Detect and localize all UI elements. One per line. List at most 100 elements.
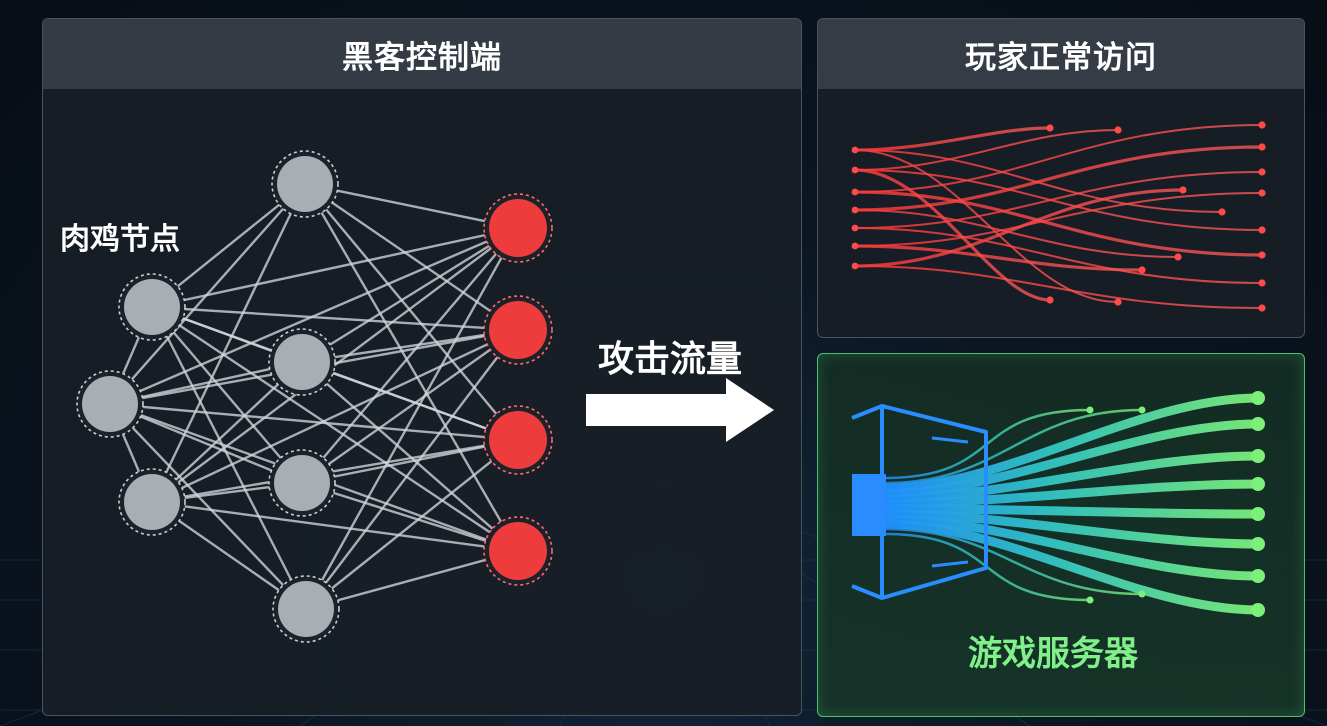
player-flow-line <box>854 149 1223 213</box>
attack-node <box>483 193 553 263</box>
player-flow-start-dot <box>851 146 859 154</box>
network-edge <box>151 226 519 309</box>
bot-node <box>272 575 340 643</box>
network-edge <box>109 402 303 485</box>
server-flow-dot <box>1251 569 1265 583</box>
player-flow-start-dot <box>851 188 859 196</box>
server-flow-dot <box>1086 596 1094 604</box>
server-flow-dot <box>1086 406 1094 414</box>
network-edge <box>151 438 519 504</box>
bot-node <box>76 370 144 438</box>
server-flow-line <box>879 514 1263 581</box>
server-flow-line <box>879 509 1263 549</box>
server-flow-dot <box>1138 590 1146 598</box>
player-flow-lines <box>851 121 1266 312</box>
server-flow-line <box>879 451 1263 503</box>
hacker-control-panel: 黑客控制端 <box>42 18 802 716</box>
server-flow-line <box>882 527 1144 596</box>
attack-node <box>483 295 553 365</box>
player-flow-dot <box>1114 298 1122 306</box>
game-server-label: 游戏服务器 <box>968 634 1138 674</box>
server-flow-dot <box>1251 507 1265 521</box>
network-edge <box>301 481 519 553</box>
botnet-label: 肉鸡节点 <box>60 222 180 257</box>
attack-node <box>483 405 553 475</box>
player-flow-line <box>854 244 1143 272</box>
player-flow-dot <box>1179 186 1187 194</box>
player-flow-dot <box>1046 296 1054 304</box>
player-flow-line <box>854 129 1119 171</box>
network-edge <box>304 227 520 610</box>
player-flow-line <box>854 149 1119 303</box>
player-flow-dot <box>1258 168 1266 176</box>
network-edge <box>151 306 519 552</box>
network-edge <box>305 439 519 610</box>
server-flow-dot <box>1251 449 1265 463</box>
player-flow-dot <box>1218 208 1226 216</box>
player-panel-title: 玩家正常访问 <box>818 19 1304 89</box>
network-edge <box>150 183 307 503</box>
player-flow-line <box>854 188 1184 268</box>
server-flow-line <box>879 504 1263 519</box>
server-flow-dot <box>1138 406 1146 414</box>
network-edge <box>305 549 519 611</box>
bot-node <box>268 328 336 396</box>
server-flow-line <box>882 408 1144 485</box>
player-flow-line <box>854 227 1263 284</box>
player-flow-start-dot <box>851 224 859 232</box>
player-flow-line <box>854 126 1051 152</box>
player-flow-dot <box>1258 279 1266 287</box>
player-flow-dot <box>1258 226 1266 234</box>
network-edge <box>301 360 519 442</box>
network-edge <box>109 403 307 610</box>
network-edge <box>150 306 308 610</box>
server-flow-dot <box>1251 477 1265 491</box>
network-edge <box>151 306 303 484</box>
server-flow-dot <box>1251 537 1265 551</box>
network-edge <box>303 183 520 552</box>
network-edge <box>301 227 519 484</box>
player-flow-start-dot <box>851 262 859 270</box>
player-flow-start-dot <box>851 206 859 214</box>
server-flow-dot <box>1251 603 1265 617</box>
bot-node <box>118 273 186 341</box>
network-edge <box>301 328 519 364</box>
network-edge <box>301 329 519 484</box>
player-flow-dot <box>1258 251 1266 259</box>
attack-node <box>483 516 553 586</box>
network-edge <box>301 438 519 485</box>
bot-node <box>268 449 336 517</box>
player-flow-dot <box>1138 266 1146 274</box>
server-flow-line <box>879 393 1263 493</box>
server-flow-dot <box>1251 417 1265 431</box>
player-flow-line <box>854 265 1263 309</box>
player-flow-start-dot <box>851 242 859 250</box>
player-flow-dot <box>1114 126 1122 134</box>
player-flow-dot <box>1174 253 1182 261</box>
network-edge <box>151 500 519 553</box>
player-flow-dot <box>1258 304 1266 312</box>
server-flow-line <box>879 479 1263 508</box>
player-flow-dot <box>1046 124 1054 132</box>
player-flow-line <box>854 168 1051 302</box>
player-flow-start-dot <box>851 166 859 174</box>
server-flow-line <box>879 519 1263 615</box>
player-flow-line <box>854 192 1263 247</box>
network-edge <box>151 361 303 503</box>
player-flow-dot <box>1258 189 1266 197</box>
server-flow-dot <box>1251 391 1265 405</box>
network-edge <box>304 183 519 441</box>
network-edge <box>151 328 519 504</box>
player-flow-line <box>854 145 1263 212</box>
network-nodes <box>76 150 553 643</box>
network-edge <box>151 305 519 332</box>
player-access-panel: 玩家正常访问 <box>817 18 1305 338</box>
network-edge <box>304 182 519 230</box>
network-edge <box>301 361 519 552</box>
network-edge <box>109 226 519 406</box>
player-flow-line <box>854 169 1263 231</box>
